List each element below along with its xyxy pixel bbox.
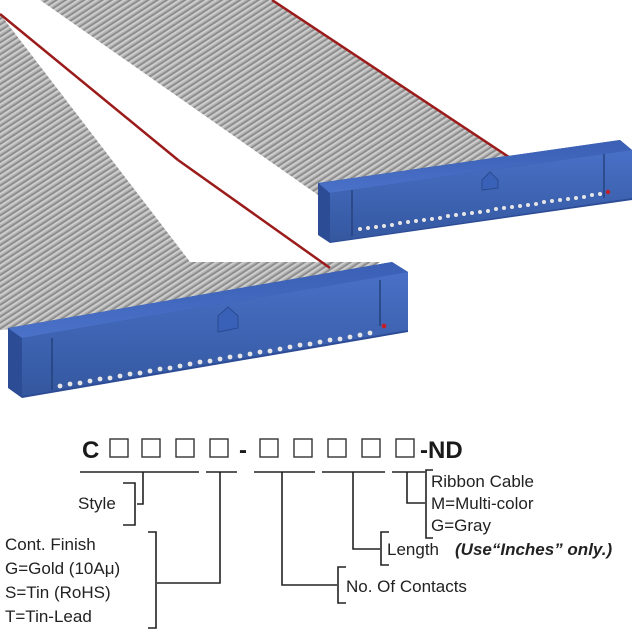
length-note: (Use“Inches” only.) [455,540,612,559]
group2-boxes [259,438,415,458]
group1-boxes [109,438,229,458]
left-pin1-marker [381,323,387,329]
left-idc-connector [8,262,408,398]
style-label: Style [78,494,116,513]
contact-finish-title: Cont. Finish [5,535,96,554]
left-connector-pin-row [57,330,373,389]
front-ribbon-cable [0,12,380,330]
cable-option-multicolor: M=Multi-color [431,494,534,513]
part-number-prefix: C [82,437,99,464]
right-idc-connector [318,140,632,243]
contact-finish-option-tin: S=Tin (RoHS) [5,583,111,602]
right-connector-pin-row [358,192,602,231]
cable-title: Ribbon Cable [431,472,534,491]
back-ribbon-cable [40,0,549,195]
contact-finish-option-tin-lead: T=Tin-Lead [5,607,92,626]
part-number-separator: - [239,437,247,464]
part-number-suffix: -ND [420,437,463,464]
right-pin1-marker [605,189,611,195]
length-label: Length [387,540,439,559]
contacts-label: No. Of Contacts [346,577,467,596]
ribbon-cable-illustration [0,0,632,398]
cable-option-gray: G=Gray [431,516,491,535]
contact-finish-option-gold: G=Gold (10Aμ) [5,559,120,578]
